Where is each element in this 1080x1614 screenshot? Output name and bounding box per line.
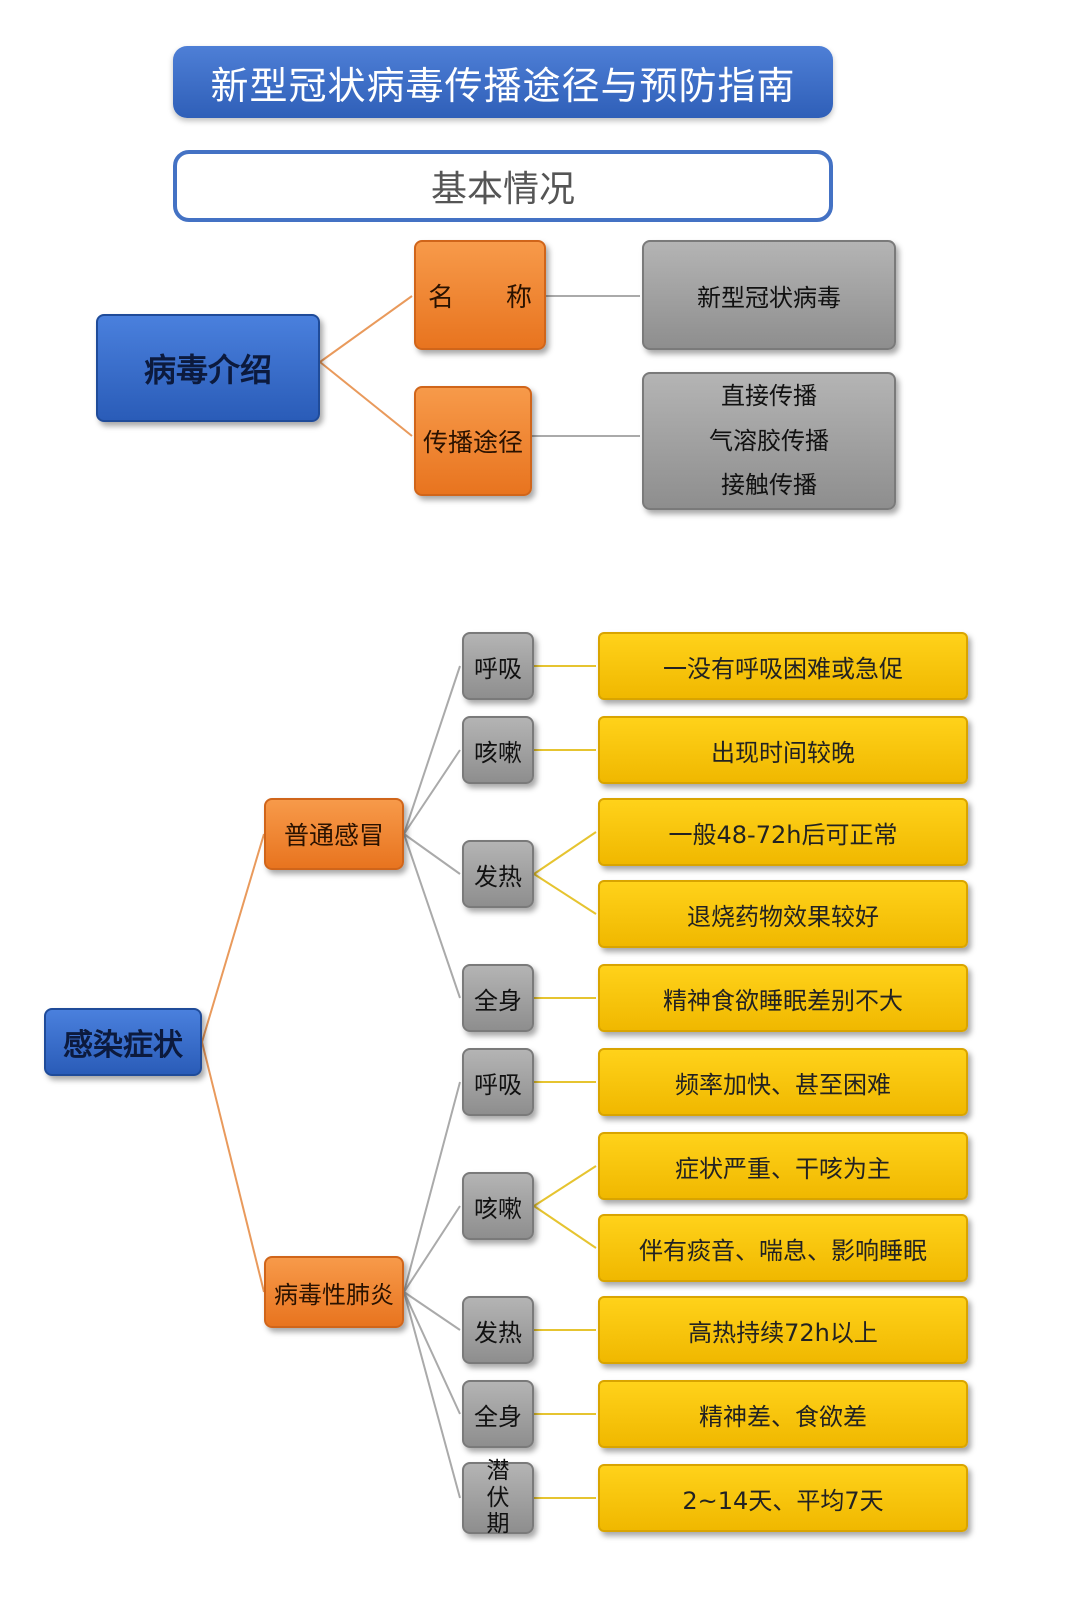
connector-pneu-cough: [403, 1205, 461, 1293]
pneu-cough-detail-1: 症状严重、干咳为主: [598, 1132, 968, 1200]
page-title: 新型冠状病毒传播途径与预防指南: [173, 46, 833, 118]
pneu-cough-category: 咳嗽: [462, 1172, 534, 1240]
intro-route-label: 传播途径: [414, 386, 532, 496]
cold-body-category: 全身: [462, 964, 534, 1032]
connector-cold-breath: [403, 665, 461, 835]
connector-detail: [533, 1205, 597, 1249]
connector-cold-cough: [403, 749, 461, 835]
connector-symptoms-cold: [201, 833, 265, 1043]
intro-name-label: 名 称: [414, 240, 546, 350]
pneu-fever-category: 发热: [462, 1296, 534, 1364]
intro-name-value: 新型冠状病毒: [642, 240, 896, 350]
connector-detail: [533, 873, 597, 915]
cold-cough-detail: 出现时间较晚: [598, 716, 968, 784]
connector-pneu-breath: [403, 1081, 461, 1293]
connector-root-route: [319, 361, 413, 437]
connector-pneu-incubation: [403, 1291, 461, 1499]
connector-cold-body: [403, 833, 461, 999]
connector-detail: [533, 1165, 597, 1207]
cold-breathing-category: 呼吸: [462, 632, 534, 700]
connector-symptoms-pneumonia: [201, 1041, 265, 1293]
pneu-breathing-category: 呼吸: [462, 1048, 534, 1116]
route-item: 气溶胶传播: [709, 426, 829, 455]
pneu-cough-detail-2: 伴有痰音、喘息、影响睡眠: [598, 1214, 968, 1282]
cold-fever-category: 发热: [462, 840, 534, 908]
connector-detail: [533, 831, 597, 875]
intro-route-values: 直接传播 气溶胶传播 接触传播: [642, 372, 896, 510]
intro-root-node: 病毒介绍: [96, 314, 320, 422]
cold-cough-category: 咳嗽: [462, 716, 534, 784]
connector-cold-fever: [403, 833, 461, 875]
connector-root-name: [319, 295, 413, 363]
cold-fever-detail-1: 一般48-72h后可正常: [598, 798, 968, 866]
pneu-body-category: 全身: [462, 1380, 534, 1448]
route-item: 直接传播: [721, 382, 817, 411]
branch-common-cold: 普通感冒: [264, 798, 404, 870]
section-subtitle: 基本情况: [173, 150, 833, 222]
pneu-breathing-detail: 频率加快、甚至困难: [598, 1048, 968, 1116]
pneu-body-detail: 精神差、食欲差: [598, 1380, 968, 1448]
branch-viral-pneumonia: 病毒性肺炎: [264, 1256, 404, 1328]
cold-body-detail: 精神食欲睡眠差别不大: [598, 964, 968, 1032]
symptoms-root-node: 感染症状: [44, 1008, 202, 1076]
cold-fever-detail-2: 退烧药物效果较好: [598, 880, 968, 948]
connector-pneu-fever: [403, 1291, 461, 1331]
route-item: 接触传播: [721, 471, 817, 500]
cold-breathing-detail: 一没有呼吸困难或急促: [598, 632, 968, 700]
pneu-incubation-detail: 2~14天、平均7天: [598, 1464, 968, 1532]
connector-pneu-body: [403, 1291, 461, 1415]
pneu-incubation-category: 潜伏期: [462, 1458, 534, 1537]
pneu-fever-detail: 高热持续72h以上: [598, 1296, 968, 1364]
